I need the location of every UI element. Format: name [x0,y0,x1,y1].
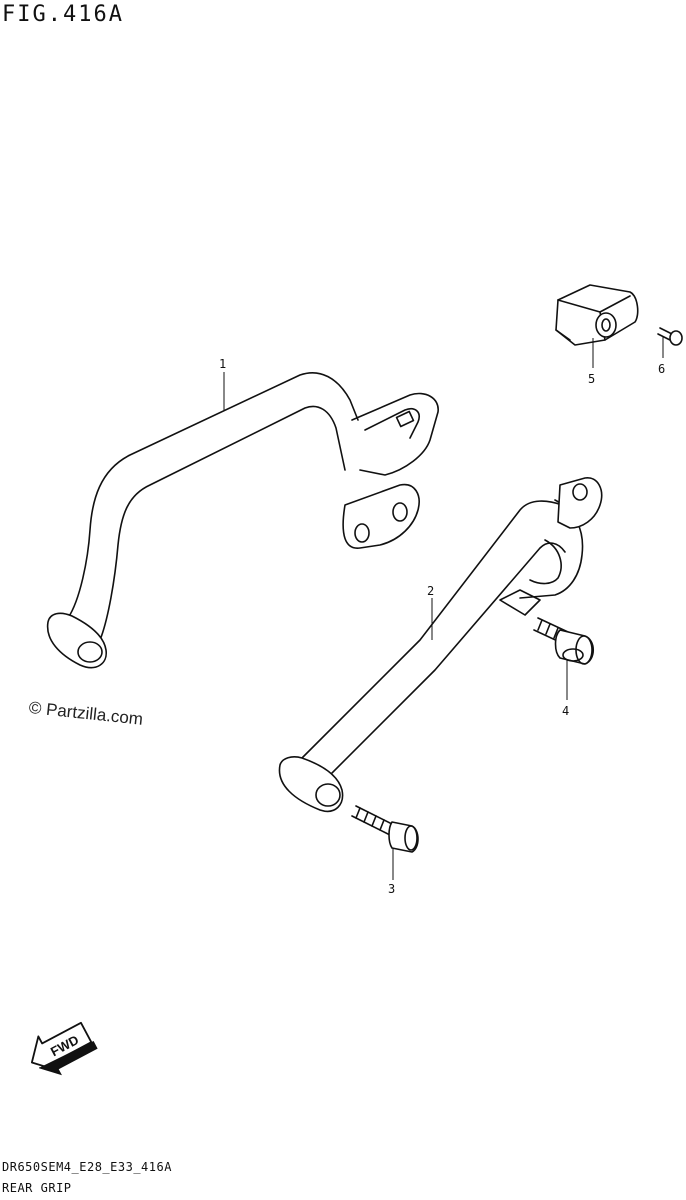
figure-title: FIG.416A [2,2,124,27]
rear-grip-right-part[interactable] [278,477,603,812]
callout-5: 5 [588,372,595,386]
bolt-part-3[interactable] [351,805,419,853]
screw-part-6[interactable] [657,327,683,346]
fwd-arrow-icon: FWD [30,1021,98,1076]
flange-bolt-part-4[interactable] [533,617,595,665]
clamp-block-part-5[interactable] [555,284,639,346]
callout-4: 4 [562,704,569,718]
rear-grip-left-part[interactable] [46,371,439,669]
callout-3: 3 [388,882,395,896]
callout-2: 2 [427,584,434,598]
callout-6: 6 [658,362,665,376]
callout-1: 1 [219,357,226,371]
diagram-code: DR650SEM4_E28_E33_416A [2,1160,172,1174]
diagram-name: REAR GRIP [2,1181,72,1195]
